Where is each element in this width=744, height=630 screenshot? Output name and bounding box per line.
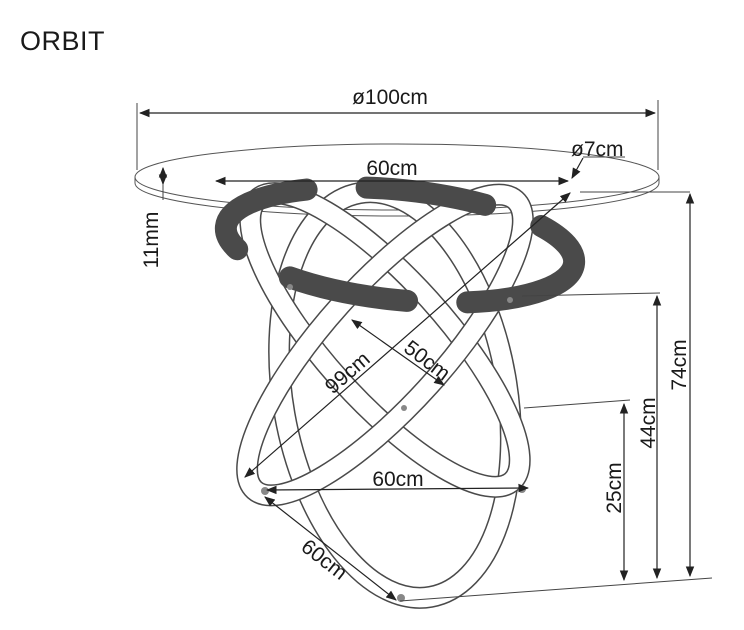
top-diameter-label: ø100cm xyxy=(352,86,428,109)
dimension-base-depth: 60cm xyxy=(264,496,397,601)
height-mid-label: 44cm xyxy=(637,397,660,448)
tube-diameter-label: ø7cm xyxy=(571,138,624,161)
dimension-diagonal-small: 50cm xyxy=(351,319,454,386)
dimension-glass-thickness: 11mm xyxy=(140,166,168,269)
tubular-base-frame xyxy=(214,176,586,609)
dimension-height-total: 74cm xyxy=(668,192,695,578)
dimension-rim-width: 60cm xyxy=(214,157,570,186)
dimension-height-low: 25cm xyxy=(523,399,631,582)
height-low-label: 25cm xyxy=(603,462,626,513)
base-width-label: 60cm xyxy=(372,468,423,491)
height-total-label: 74cm xyxy=(668,339,691,390)
dimension-height-mid: 44cm xyxy=(521,292,662,580)
glass-thickness-label: 11mm xyxy=(140,212,163,269)
rim-width-label: 60cm xyxy=(366,157,417,180)
floor-line xyxy=(399,577,713,602)
dimension-tube-diameter: ø7cm xyxy=(571,138,625,179)
dimension-top-diameter: ø100cm xyxy=(136,86,659,170)
product-title: ORBIT xyxy=(20,26,106,56)
dimension-base-width: 60cm xyxy=(265,468,530,495)
